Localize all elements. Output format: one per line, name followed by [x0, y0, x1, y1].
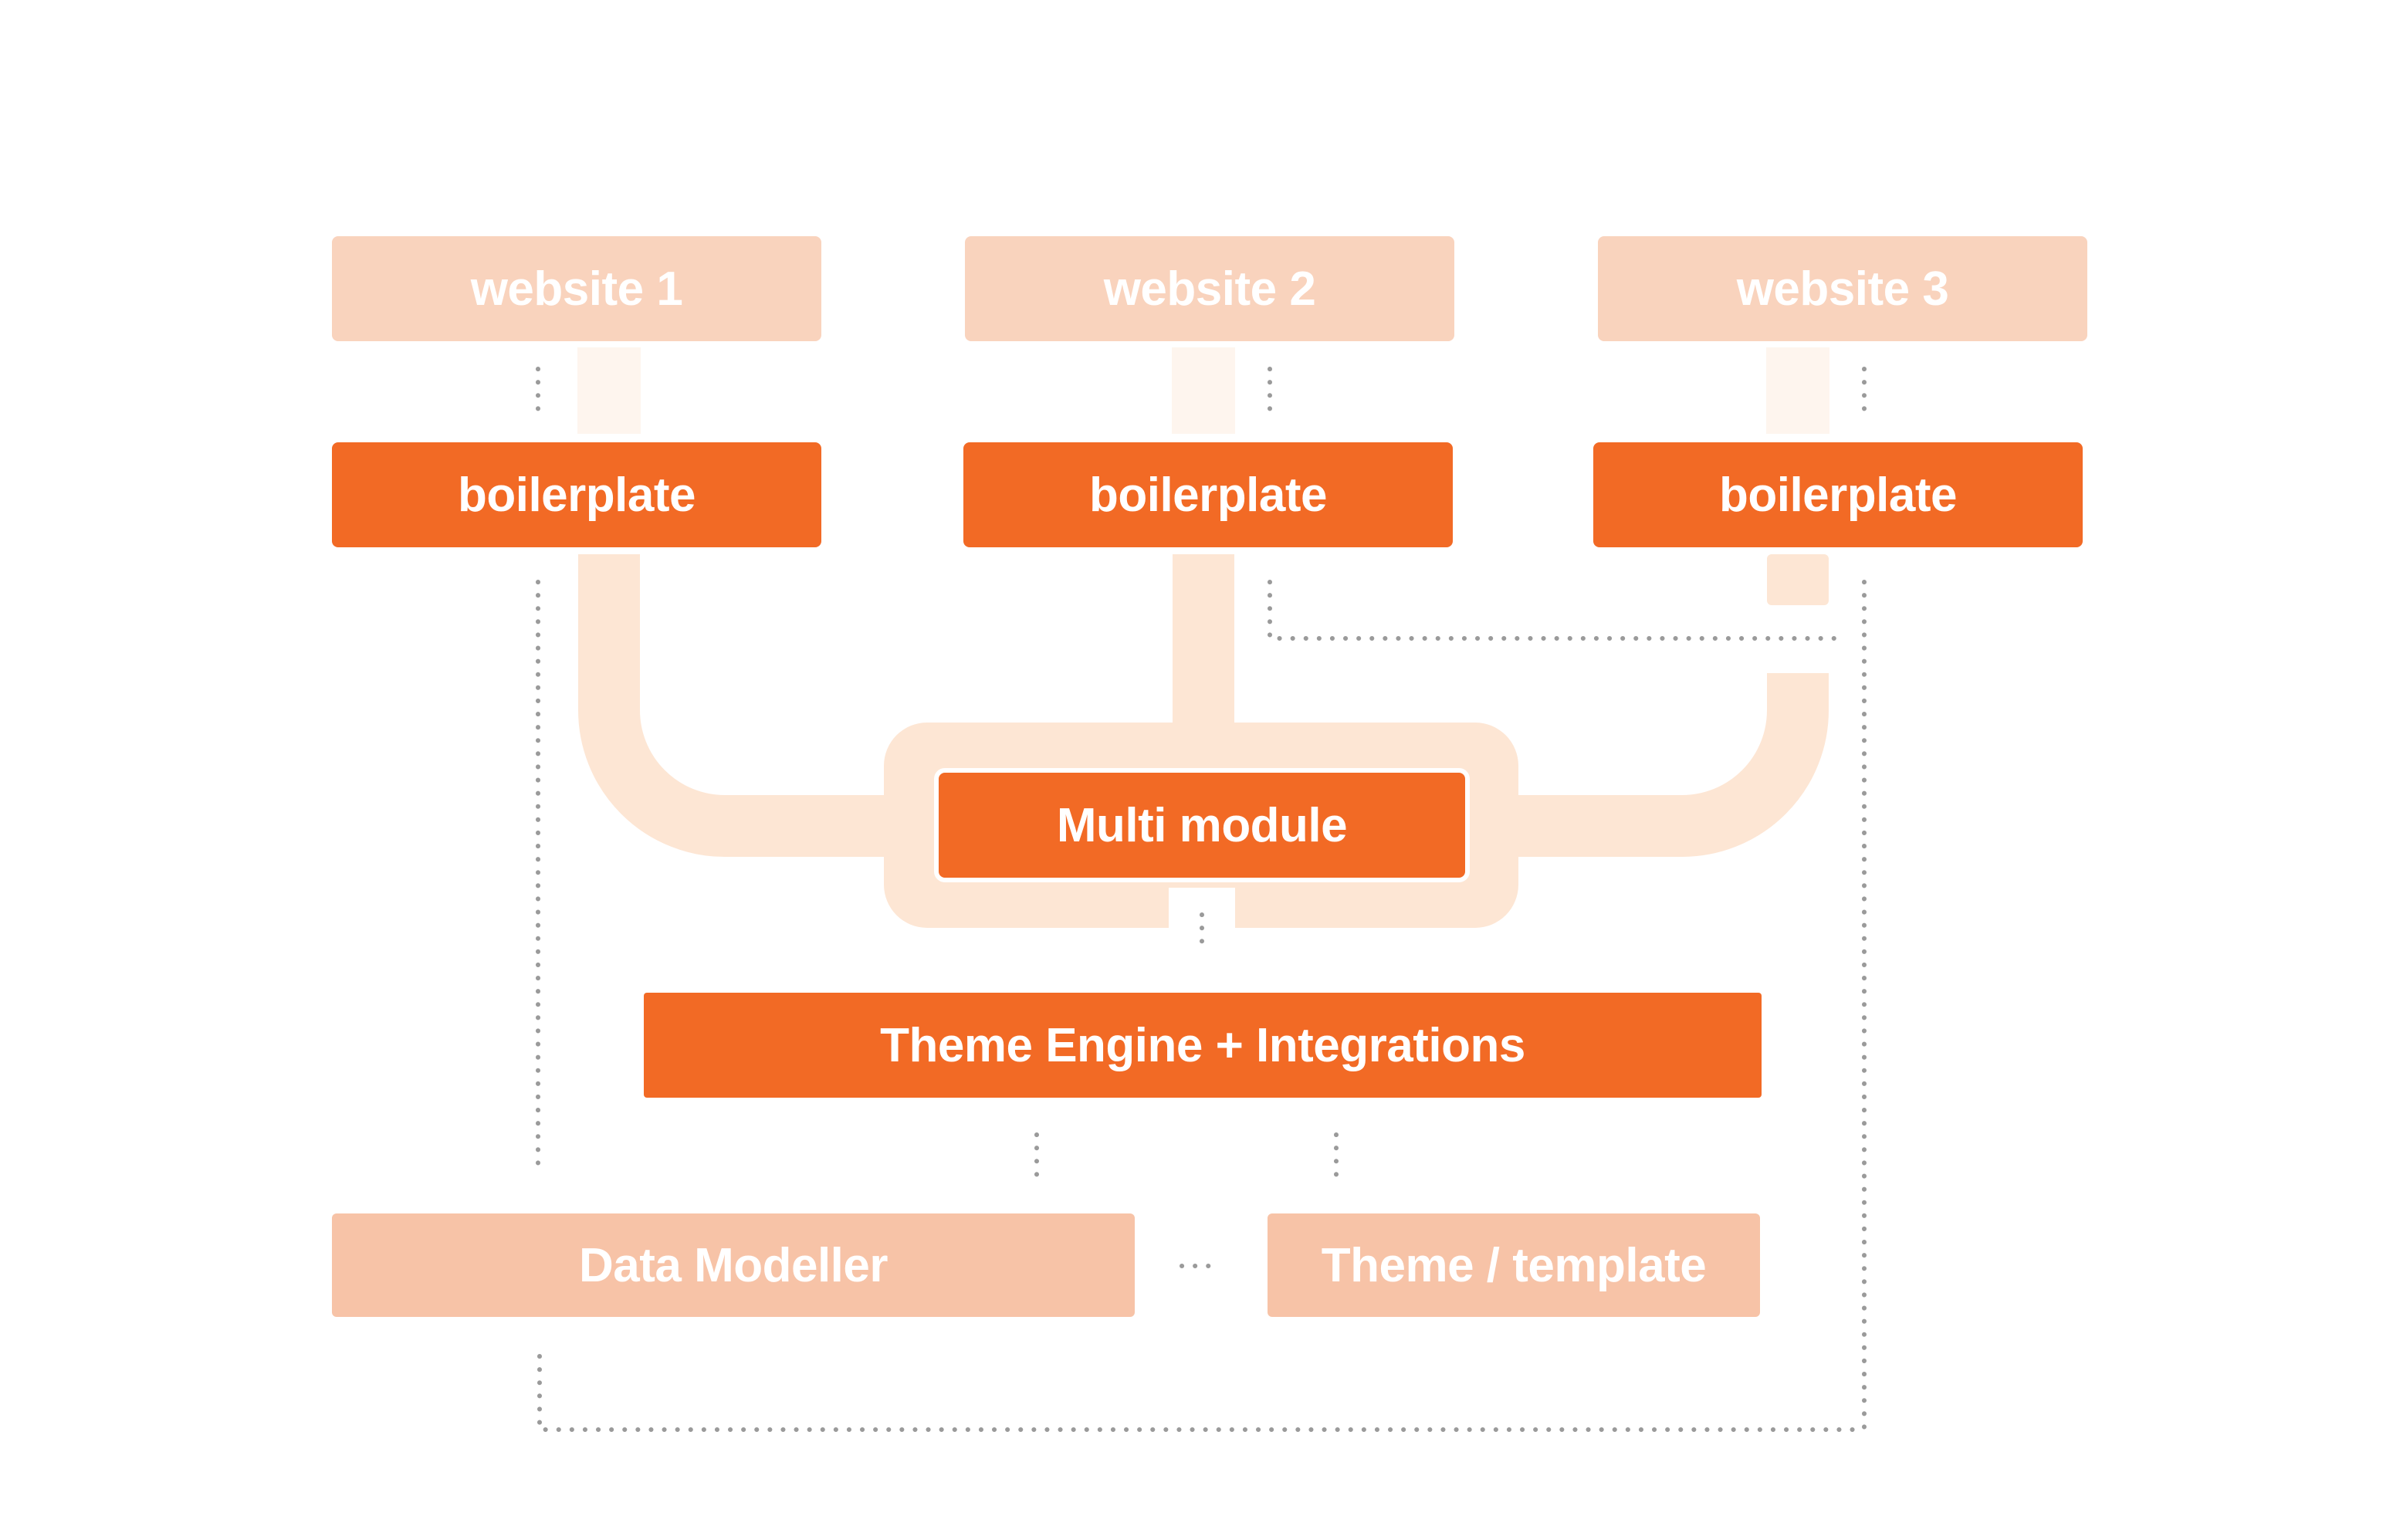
pipe-network: [578, 554, 1829, 857]
boilerplate-3-label: boilerplate: [1718, 468, 1958, 522]
pipe-stub-1: [577, 347, 641, 434]
theme-engine-label: Theme Engine + Integrations: [880, 1018, 1525, 1072]
website-1-box: website 1: [332, 236, 821, 341]
website-2-box: website 2: [965, 236, 1454, 341]
multi-module-box: Multi module: [934, 768, 1470, 882]
website-1-label: website 1: [470, 262, 683, 316]
pipe-stub-right-lower: [1767, 554, 1829, 605]
website-2-label: website 2: [1103, 262, 1316, 316]
boilerplate-3-box: boilerplate: [1593, 442, 2083, 547]
boilerplate-2-label: boilerplate: [1088, 468, 1328, 522]
dots-bottom-loop: [537, 1354, 1867, 1432]
boilerplate-1-label: boilerplate: [457, 468, 696, 522]
pipe-right: [1505, 673, 1829, 857]
website-3-box: website 3: [1598, 236, 2087, 341]
dots-b2-to-right: [1268, 580, 1843, 641]
pipe-stub-3: [1766, 347, 1829, 434]
theme-template-label: Theme / template: [1321, 1238, 1707, 1292]
dotted-connectors: [536, 367, 1867, 1432]
website-3-label: website 3: [1736, 262, 1949, 316]
multi-module-label: Multi module: [1056, 798, 1348, 852]
theme-template-box: Theme / template: [1268, 1213, 1760, 1317]
boilerplate-2-box: boilerplate: [963, 442, 1453, 547]
pipe-left: [578, 554, 895, 857]
boilerplate-1-box: boilerplate: [332, 442, 821, 547]
theme-engine-box: Theme Engine + Integrations: [644, 993, 1762, 1098]
data-modeller-box: Data Modeller: [332, 1213, 1135, 1317]
pipe-stub-2: [1172, 347, 1235, 434]
data-modeller-label: Data Modeller: [578, 1238, 888, 1292]
